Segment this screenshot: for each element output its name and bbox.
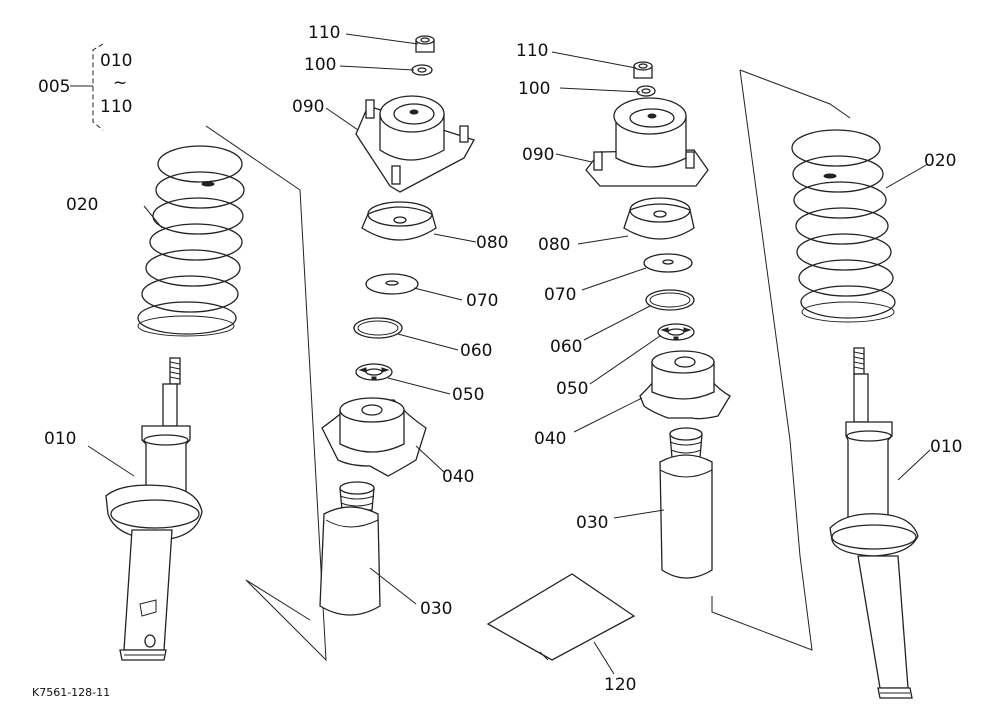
assembly-bracket-005 — [70, 43, 104, 131]
label-100-a: 100 — [304, 55, 336, 75]
label-080-b: 080 — [538, 235, 570, 255]
ring-060-right — [645, 289, 695, 311]
spring-seat-080-left — [361, 201, 437, 241]
strut-010-left — [105, 357, 203, 661]
washer-100-left — [411, 64, 433, 76]
label-range-tilde: ~ — [113, 73, 127, 93]
label-080-a: 080 — [476, 233, 508, 253]
label-050-b: 050 — [556, 379, 588, 399]
coil-spring-020-left — [137, 145, 245, 337]
figure-code: K7561-128-11 — [32, 686, 110, 699]
lower-seat-040-right — [639, 350, 731, 420]
label-010-left: 010 — [44, 429, 76, 449]
label-060-b: 060 — [550, 337, 582, 357]
spring-seat-080-right — [623, 197, 695, 240]
coil-spring-020-right — [791, 129, 896, 323]
label-110-a: 110 — [308, 23, 340, 43]
label-070-b: 070 — [544, 285, 576, 305]
label-120: 120 — [604, 675, 636, 695]
label-040-b: 040 — [534, 429, 566, 449]
bearing-050-right — [657, 323, 695, 341]
label-030-a: 030 — [420, 599, 452, 619]
label-110-range-end: 110 — [100, 97, 132, 117]
bearing-050-left — [355, 363, 393, 381]
upper-mount-090-left — [355, 95, 475, 193]
washer-070-left — [365, 273, 419, 295]
nut-110-left — [415, 35, 435, 53]
label-020-left: 020 — [66, 195, 98, 215]
strut-010-right — [829, 347, 919, 699]
washer-100-right — [636, 85, 656, 97]
label-010-range-start: 010 — [100, 51, 132, 71]
right-group-outline — [711, 69, 851, 651]
label-090-b: 090 — [522, 145, 554, 165]
label-060-a: 060 — [460, 341, 492, 361]
dust-boot-030-left — [319, 481, 381, 616]
label-005: 005 — [38, 77, 70, 97]
left-group-outline — [205, 125, 327, 662]
upper-mount-090-right — [585, 97, 709, 187]
label-090-a: 090 — [292, 97, 324, 117]
instruction-sheet-120 — [486, 573, 636, 661]
part-number-labels: 005 010 ~ 110 020 010 110 100 090 080 07… — [32, 23, 962, 699]
label-070-a: 070 — [466, 291, 498, 311]
label-010-right: 010 — [930, 437, 962, 457]
label-050-a: 050 — [452, 385, 484, 405]
label-020-right: 020 — [924, 151, 956, 171]
label-040-a: 040 — [442, 467, 474, 487]
lower-seat-040-left — [321, 397, 427, 477]
label-110-b: 110 — [516, 41, 548, 61]
washer-070-right — [643, 253, 693, 273]
ring-060-left — [353, 317, 403, 339]
leader-lines — [87, 33, 931, 675]
nut-110-right — [633, 61, 653, 79]
label-100-b: 100 — [518, 79, 550, 99]
dust-boot-030-right — [659, 427, 713, 579]
label-030-b: 030 — [576, 513, 608, 533]
